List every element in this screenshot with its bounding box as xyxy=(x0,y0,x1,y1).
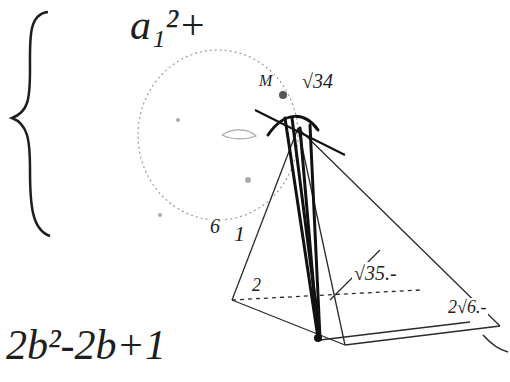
handwritten-label: 6 xyxy=(208,215,222,237)
dot xyxy=(176,118,180,122)
scribble xyxy=(483,335,508,352)
sphere-circle xyxy=(138,50,298,220)
handwritten-label: √34 xyxy=(300,70,335,92)
curly-brace xyxy=(12,12,50,236)
base-point xyxy=(314,334,322,342)
handwritten-label: 2b²-2b+1 xyxy=(4,322,168,368)
dot xyxy=(158,213,162,217)
point-m xyxy=(279,91,287,99)
handwritten-label: M xyxy=(257,72,274,90)
pyramid xyxy=(232,128,500,345)
handwritten-label: a₁²+ xyxy=(128,2,209,48)
handwritten-label: 2 xyxy=(250,276,263,296)
dot xyxy=(245,177,251,183)
handwritten-label: √35.- xyxy=(352,262,399,284)
height-lines xyxy=(268,116,320,338)
handwritten-label: 1 xyxy=(232,222,247,246)
eye-scribble xyxy=(222,130,256,139)
handwritten-label: 2√6.- xyxy=(446,298,488,318)
tangent-line xyxy=(255,110,345,155)
